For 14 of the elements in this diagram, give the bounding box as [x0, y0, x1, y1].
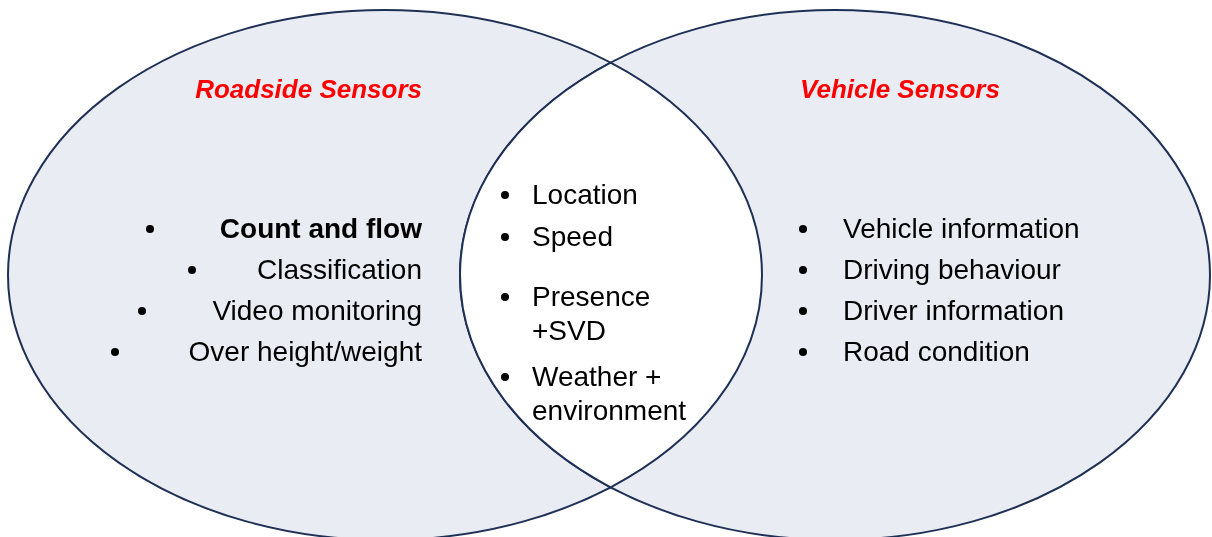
bullet-item: Video monitoring [212, 294, 422, 328]
bullet-item: Vehicle information [843, 212, 1080, 246]
bullet-item: Presence +SVD [532, 280, 652, 348]
bullet-item: Road condition [843, 335, 1030, 369]
set-title: Roadside Sensors [195, 73, 422, 106]
bullet-item: Count and flow [219, 212, 422, 246]
bullet-item: Over height/weight [188, 335, 422, 369]
bullet-item: Speed [532, 220, 613, 254]
set-title: Vehicle Sensors [800, 73, 1000, 106]
bullet-item: Driver information [843, 294, 1064, 328]
bullet-item: Location [532, 178, 638, 212]
bullet-item: Classification [257, 253, 422, 287]
bullet-item: Weather + environment [532, 360, 688, 428]
bullet-item: Driving behaviour [843, 253, 1061, 287]
